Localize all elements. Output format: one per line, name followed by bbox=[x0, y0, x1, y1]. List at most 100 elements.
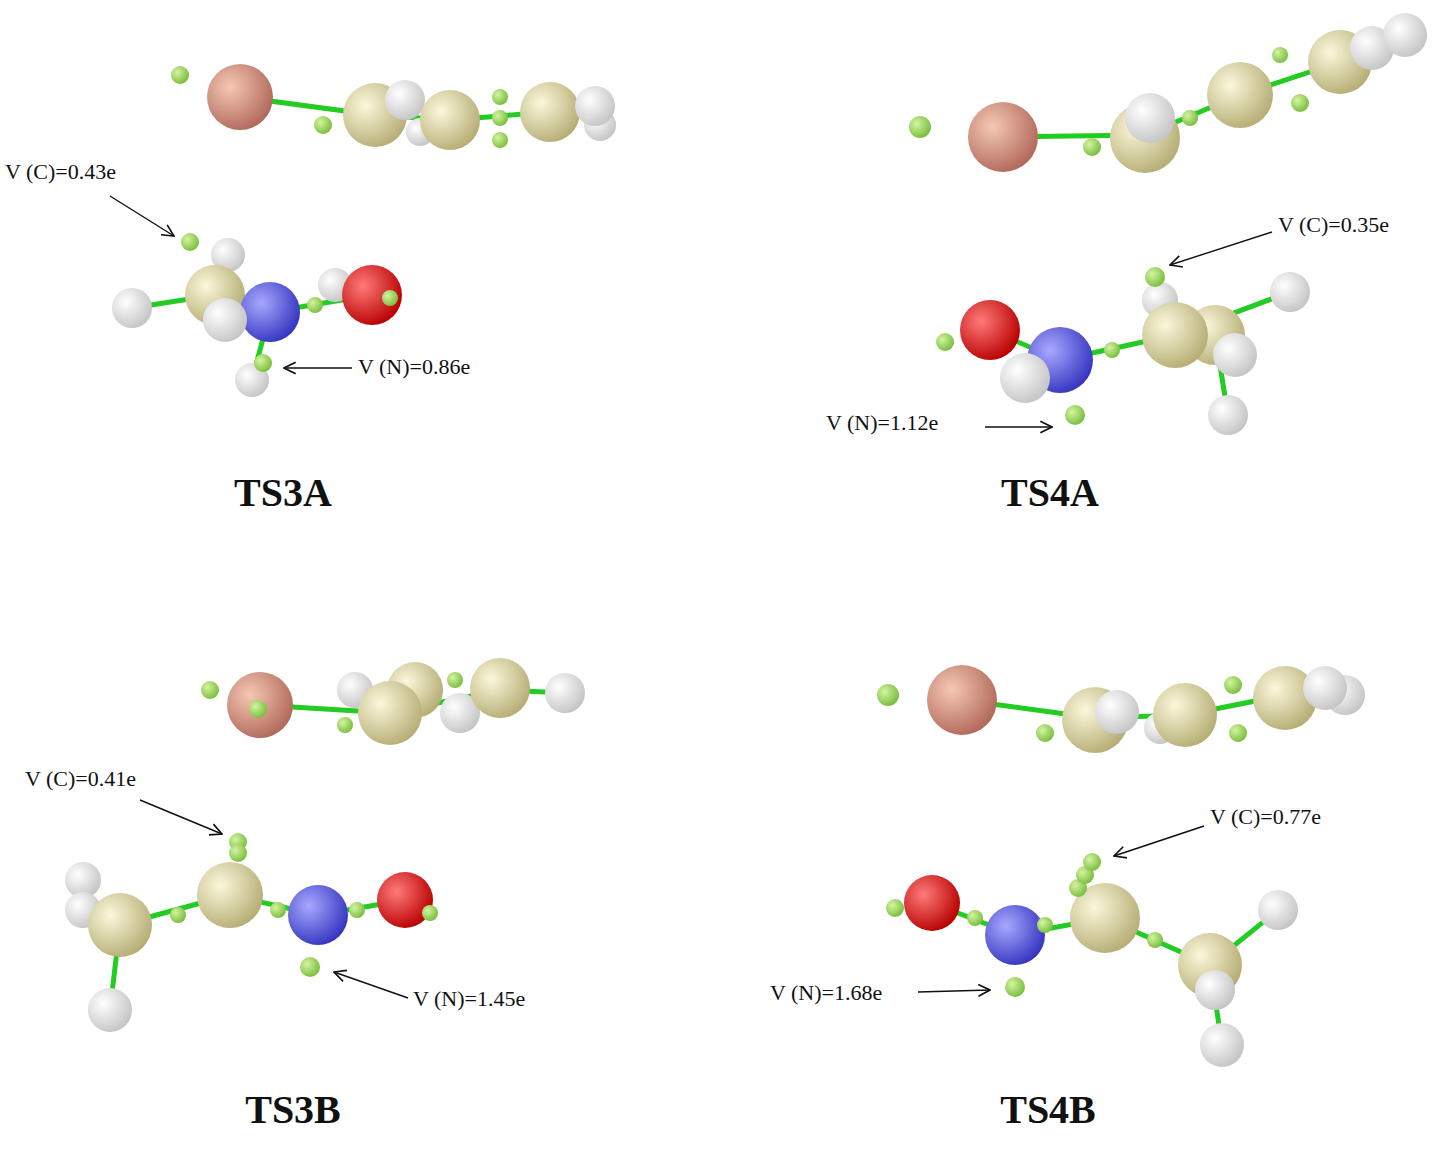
basin-dot bbox=[447, 672, 463, 688]
basin-dot bbox=[229, 844, 247, 862]
structure-title: TS3A bbox=[234, 470, 332, 516]
basin-dot bbox=[1182, 110, 1198, 126]
c-atom bbox=[1142, 302, 1208, 368]
basin-dot bbox=[1229, 724, 1247, 742]
o-atom bbox=[904, 875, 960, 931]
basin-dot bbox=[1005, 977, 1025, 997]
h-atom bbox=[1195, 970, 1235, 1010]
c-atom bbox=[1207, 62, 1273, 128]
h-atom bbox=[1208, 395, 1248, 435]
h-atom bbox=[1213, 333, 1257, 377]
leader-arrow bbox=[1114, 826, 1204, 856]
basin-dot bbox=[307, 297, 323, 313]
basin-dot bbox=[967, 910, 983, 926]
c-atom bbox=[358, 681, 422, 745]
leader-arrow bbox=[1170, 232, 1272, 265]
basin-dot bbox=[1083, 853, 1101, 871]
h-atom bbox=[575, 86, 615, 126]
basin-dot bbox=[1272, 47, 1288, 63]
cu-atom bbox=[227, 672, 293, 738]
basin-dot bbox=[1147, 932, 1163, 948]
basin-dot bbox=[492, 89, 508, 105]
basin-dot bbox=[492, 110, 508, 126]
basin-dot bbox=[909, 116, 931, 138]
basin-dot bbox=[254, 354, 272, 372]
basin-dot bbox=[249, 700, 267, 718]
basin-dot bbox=[314, 116, 332, 134]
basin-dot bbox=[422, 905, 438, 921]
h-atom bbox=[385, 80, 425, 120]
h-atom bbox=[1095, 690, 1139, 734]
o-atom bbox=[377, 872, 433, 928]
basin-value: V (C)=0.43e bbox=[5, 159, 116, 184]
structure-title: TS4A bbox=[1001, 470, 1099, 516]
basin-dot bbox=[1291, 94, 1309, 112]
cu-atom bbox=[968, 102, 1038, 172]
basin-dot bbox=[201, 681, 219, 699]
c-atom bbox=[197, 862, 263, 928]
basin-dot bbox=[492, 132, 508, 148]
basin-value: V (C)=0.41e bbox=[25, 766, 136, 791]
bond-lines bbox=[110, 690, 565, 1010]
basin-dot bbox=[1224, 676, 1242, 694]
h-atom bbox=[203, 298, 247, 342]
basin-dot bbox=[382, 290, 398, 306]
basin-dot bbox=[270, 902, 286, 918]
n-atom bbox=[985, 905, 1045, 965]
c-atom bbox=[88, 893, 152, 957]
basin-dot bbox=[300, 957, 320, 977]
bond-lines bbox=[990, 62, 1340, 415]
basin-dot bbox=[936, 333, 954, 351]
c-atom bbox=[520, 82, 580, 142]
basin-dot bbox=[337, 717, 353, 733]
basin-value: V (C)=0.77e bbox=[1210, 804, 1321, 829]
basin-dot bbox=[349, 902, 365, 918]
basin-dot bbox=[170, 907, 186, 923]
c-atom bbox=[1153, 683, 1217, 747]
basin-value: V (N)=1.12e bbox=[826, 410, 938, 435]
leader-arrow bbox=[284, 367, 352, 368]
basin-value: V (N)=1.68e bbox=[770, 980, 882, 1005]
basin-dot bbox=[181, 233, 199, 251]
leader-arrow bbox=[334, 972, 408, 998]
n-atom bbox=[240, 282, 300, 342]
basin-dot bbox=[886, 899, 904, 917]
h-atom bbox=[1383, 13, 1427, 57]
h-atom bbox=[1200, 1023, 1244, 1067]
leader-arrow bbox=[140, 800, 222, 834]
h-atom bbox=[1258, 890, 1298, 930]
basin-dot bbox=[1065, 405, 1085, 425]
basin-dot bbox=[1145, 267, 1165, 287]
basin-dot bbox=[1036, 724, 1054, 742]
basin-dot bbox=[1104, 342, 1120, 358]
leader-arrow bbox=[985, 426, 1052, 427]
basin-value: V (C)=0.35e bbox=[1278, 212, 1389, 237]
h-atom bbox=[545, 673, 585, 713]
bond-lines bbox=[132, 97, 550, 380]
cu-atom bbox=[207, 64, 273, 130]
h-atom bbox=[112, 288, 152, 328]
c-atom bbox=[420, 90, 480, 150]
basin-dot bbox=[877, 684, 899, 706]
leader-arrow bbox=[110, 196, 174, 236]
leader-arrow bbox=[918, 990, 990, 992]
h-atom bbox=[1000, 353, 1050, 403]
basin-dot bbox=[1083, 138, 1101, 156]
n-atom bbox=[288, 885, 348, 945]
o-atom bbox=[342, 265, 402, 325]
basin-dot bbox=[171, 66, 189, 84]
c-atom bbox=[470, 658, 530, 718]
basin-value: V (N)=1.45e bbox=[413, 986, 525, 1011]
basin-dot bbox=[1037, 917, 1053, 933]
o-atom bbox=[960, 300, 1020, 360]
h-atom bbox=[88, 988, 132, 1032]
h-atom bbox=[1303, 666, 1347, 710]
leader-arrows bbox=[110, 196, 1272, 998]
basin-value: V (N)=0.86e bbox=[358, 354, 470, 379]
structure-title: TS3B bbox=[245, 1087, 341, 1133]
h-atom bbox=[1270, 272, 1310, 312]
structure-title: TS4B bbox=[1000, 1087, 1096, 1133]
h-atom bbox=[1125, 93, 1175, 143]
